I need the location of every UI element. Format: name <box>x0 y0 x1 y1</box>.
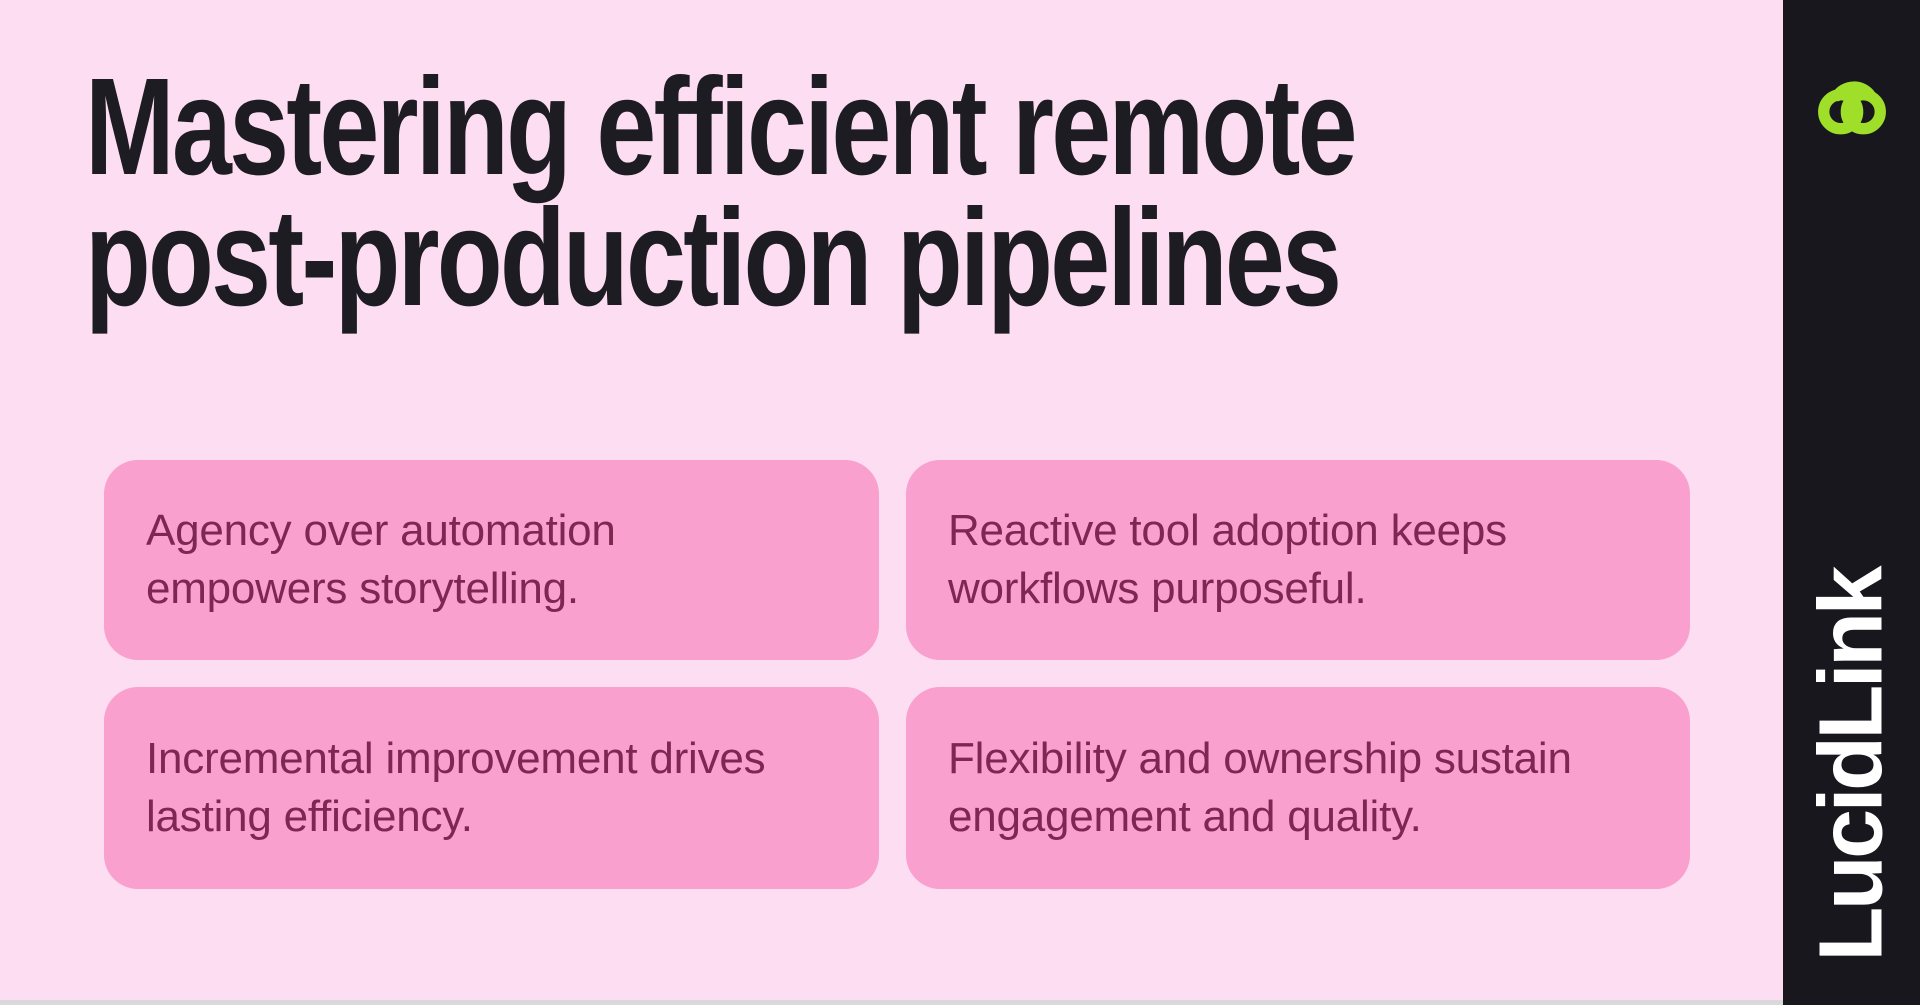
page-title: Mastering efficient remote post-producti… <box>85 50 1358 336</box>
page-title-line-1: Mastering efficient remote <box>85 50 1358 204</box>
takeaway-card-3-line-1: Incremental improvement drives <box>146 733 766 783</box>
bottom-edge-strip <box>0 1000 1783 1005</box>
takeaway-card-1: Agency over automation empowers storytel… <box>104 460 879 660</box>
takeaway-card-2-line-2: workflows purposeful. <box>948 564 1367 613</box>
takeaway-card-3: Incremental improvement drives lasting e… <box>104 687 879 889</box>
lucidlink-cloud-infinity-icon <box>1817 81 1886 135</box>
brand-wordmark: LucidLink <box>1801 569 1901 962</box>
page-title-line-2: post-production pipelines <box>85 181 1342 336</box>
takeaway-card-2-line-1: Reactive tool adoption keeps <box>948 505 1507 555</box>
takeaway-card-3-line-2: lasting efficiency. <box>146 792 473 841</box>
takeaway-card-2: Reactive tool adoption keeps workflows p… <box>906 460 1690 660</box>
brand-sidebar: LucidLink <box>1783 0 1920 1005</box>
takeaway-card-1-line-1: Agency over automation <box>146 505 616 555</box>
takeaway-card-4-line-1: Flexibility and ownership sustain <box>948 733 1572 783</box>
takeaway-card-1-line-2: empowers storytelling. <box>146 564 579 613</box>
takeaway-cards-grid: Agency over automation empowers storytel… <box>104 460 1690 889</box>
takeaway-card-4-line-2: engagement and quality. <box>948 792 1422 841</box>
takeaway-card-4: Flexibility and ownership sustain engage… <box>906 687 1690 889</box>
